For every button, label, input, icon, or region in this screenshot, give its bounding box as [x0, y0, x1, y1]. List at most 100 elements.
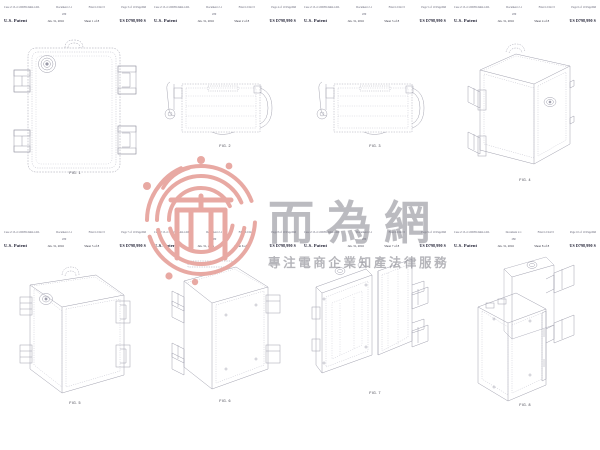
figure-area-4: FIG. 4	[450, 26, 600, 225]
patent-office-4: U.S. Patent	[454, 18, 478, 23]
ecf-filed-7: Filed 12/24/15	[388, 231, 406, 234]
figure-label-4: FIG. 4	[519, 178, 531, 182]
figure-label-7: FIG. 7	[369, 391, 381, 395]
patent-date-1: Jan. 31, 2016	[47, 19, 64, 23]
ecf-header-1: Case 2:15-cv-00638-DAK-LRL Document 2-1 …	[4, 6, 146, 16]
figure-drawing-3	[316, 81, 425, 135]
ecf-document-1: Document 2-1 280	[56, 6, 73, 16]
patent-office-2: U.S. Patent	[154, 18, 178, 23]
patent-sheet-8: Case 2:15-cv-00638-DAK-LRL Document 2-1 …	[450, 225, 600, 450]
patent-sheet-7: Case 2:15-cv-00638-DAK-LRL Document 2-1 …	[300, 225, 450, 450]
ecf-page-8: Page 10 of 10 PageID#	[570, 231, 596, 234]
patent-number-7: US D798,990 S	[419, 243, 446, 248]
ecf-document-4: Document 2-1 280	[506, 6, 523, 16]
ecf-document-8: Document 2-1 280	[505, 231, 522, 241]
patent-header-8: U.S. Patent Jan. 31, 2016 Sheet 8 of 8 U…	[454, 243, 596, 252]
ecf-header-4: Case 2:15-cv-00638-DAK-LRL Document 2-1 …	[454, 6, 596, 16]
ecf-case-8: Case 2:15-cv-00638-DAK-LRL	[454, 231, 490, 234]
ecf-header-6: Case 2:15-cv-00638-DAK-LRL Document 2-1 …	[154, 231, 296, 241]
patent-office-6: U.S. Patent	[154, 243, 178, 248]
ecf-header-7: Case 2:15-cv-00638-DAK-LRL Document 2-1 …	[304, 231, 446, 241]
patent-office-8: U.S. Patent	[454, 243, 478, 248]
ecf-header-5: Case 2:15-cv-00638-DAK-LRL Document 2-1 …	[4, 231, 146, 241]
figure-label-2: FIG. 2	[219, 144, 231, 148]
ecf-page-5: Page 7 of 10 PageID#	[121, 231, 146, 234]
ecf-case-4: Case 2:15-cv-00638-DAK-LRL	[454, 6, 490, 9]
ecf-filed-4: Filed 12/24/15	[538, 6, 556, 9]
patent-number-4: US D798,990 S	[569, 18, 596, 23]
patent-sheet-5: Case 2:15-cv-00638-DAK-LRL Document 2-1 …	[0, 225, 150, 450]
patent-sheet-2: Case 2:15-cv-00638-DAK-LRL Document 2-1 …	[150, 0, 300, 225]
patent-sheet-number-5: Sheet 5 of 8	[84, 244, 100, 248]
patent-sheet-3: Case 2:15-cv-00638-DAK-LRL Document 2-1 …	[300, 0, 450, 225]
ecf-page-3: Page 5 of 10 PageID#	[421, 6, 446, 9]
figure-area-7: FIG. 7	[300, 251, 450, 450]
ecf-filed-1: Filed 12/24/15	[88, 6, 106, 9]
patent-number-5: US D798,990 S	[119, 243, 146, 248]
figure-area-8: FIG. 8	[450, 251, 600, 450]
patent-sheet-6: Case 2:15-cv-00638-DAK-LRL Document 2-1 …	[150, 225, 300, 450]
figure-area-6: FIG. 6	[150, 251, 300, 450]
figure-drawing-4	[467, 43, 575, 165]
ecf-header-2: Case 2:15-cv-00638-DAK-LRL Document 2-1 …	[154, 6, 296, 16]
patent-sheet-number-7: Sheet 7 of 8	[384, 244, 400, 248]
ecf-page-4: Page 6 of 10 PageID#	[571, 6, 596, 9]
patent-header-3: U.S. Patent Jan. 31, 2016 Sheet 3 of 8 U…	[304, 18, 446, 27]
figure-label-6: FIG. 6	[219, 399, 231, 403]
figure-area-3: FIG. 3	[300, 26, 450, 225]
figure-drawing-5	[19, 266, 131, 394]
ecf-page-7: Page 9 of 10 PageID#	[421, 231, 446, 234]
patent-number-6: US D798,990 S	[269, 243, 296, 248]
patent-number-2: US D798,990 S	[269, 18, 296, 23]
figure-drawing-6	[171, 260, 281, 390]
ecf-header-3: Case 2:15-cv-00638-DAK-LRL Document 2-1 …	[304, 6, 446, 16]
patent-sheet-number-4: Sheet 4 of 8	[534, 19, 550, 23]
patent-header-7: U.S. Patent Jan. 31, 2016 Sheet 7 of 8 U…	[304, 243, 446, 252]
patent-date-5: Jan. 31, 2016	[47, 244, 64, 248]
ecf-document-6: Document 2-1 280	[206, 231, 223, 241]
patent-number-1: US D798,990 S	[119, 18, 146, 23]
ecf-document-2: Document 2-1 280	[206, 6, 223, 16]
ecf-document-3: Document 2-1 280	[356, 6, 373, 16]
figure-drawing-1	[13, 39, 137, 173]
ecf-header-8: Case 2:15-cv-00638-DAK-LRL Document 2-1 …	[454, 231, 596, 241]
patent-header-1: U.S. Patent Jan. 31, 2016 Sheet 1 of 8 U…	[4, 18, 146, 27]
figure-area-2: FIG. 2	[150, 26, 300, 225]
patent-number-8: US D798,990 S	[569, 243, 596, 248]
ecf-filed-2: Filed 12/24/15	[238, 6, 256, 9]
figure-label-3: FIG. 3	[369, 144, 381, 148]
ecf-case-2: Case 2:15-cv-00638-DAK-LRL	[154, 6, 190, 9]
ecf-document-7: Document 2-1 280	[356, 231, 373, 241]
patent-header-4: U.S. Patent Jan. 31, 2016 Sheet 4 of 8 U…	[454, 18, 596, 27]
figure-area-1: FIG. 1	[0, 26, 150, 225]
ecf-filed-5: Filed 12/24/15	[88, 231, 106, 234]
patent-date-2: Jan. 31, 2016	[197, 19, 214, 23]
patent-office-7: U.S. Patent	[304, 243, 328, 248]
patent-sheet-1: Case 2:15-cv-00638-DAK-LRL Document 2-1 …	[0, 0, 150, 225]
patent-header-5: U.S. Patent Jan. 31, 2016 Sheet 5 of 8 U…	[4, 243, 146, 252]
figure-drawing-8	[477, 256, 575, 402]
figure-drawing-2	[164, 81, 273, 135]
ecf-page-2: Page 4 of 10 PageID#	[271, 6, 296, 9]
ecf-document-5: Document 2-1 280	[56, 231, 73, 241]
figure-area-5: FIG. 5	[0, 251, 150, 450]
patent-sheet-number-2: Sheet 2 of 8	[234, 19, 250, 23]
ecf-case-6: Case 2:15-cv-00638-DAK-LRL	[154, 231, 190, 234]
patent-sheet-number-8: Sheet 8 of 8	[534, 244, 550, 248]
ecf-filed-8: Filed 12/24/15	[537, 231, 555, 234]
patent-office-5: U.S. Patent	[4, 243, 28, 248]
patent-sheet-number-3: Sheet 3 of 8	[384, 19, 400, 23]
patent-number-3: US D798,990 S	[419, 18, 446, 23]
figure-label-8: FIG. 8	[519, 403, 531, 407]
ecf-case-5: Case 2:15-cv-00638-DAK-LRL	[4, 231, 40, 234]
figure-drawing-7	[311, 258, 429, 374]
patent-date-4: Jan. 31, 2016	[497, 19, 514, 23]
patent-sheet-number-6: Sheet 6 of 8	[234, 244, 250, 248]
ecf-page-6: Page 8 of 10 PageID#	[271, 231, 296, 234]
patent-date-8: Jan. 31, 2016	[497, 244, 514, 248]
ecf-case-3: Case 2:15-cv-00638-DAK-LRL	[304, 6, 340, 9]
ecf-case-1: Case 2:15-cv-00638-DAK-LRL	[4, 6, 40, 9]
patent-header-2: U.S. Patent Jan. 31, 2016 Sheet 2 of 8 U…	[154, 18, 296, 27]
figure-label-1: FIG. 1	[69, 171, 81, 175]
